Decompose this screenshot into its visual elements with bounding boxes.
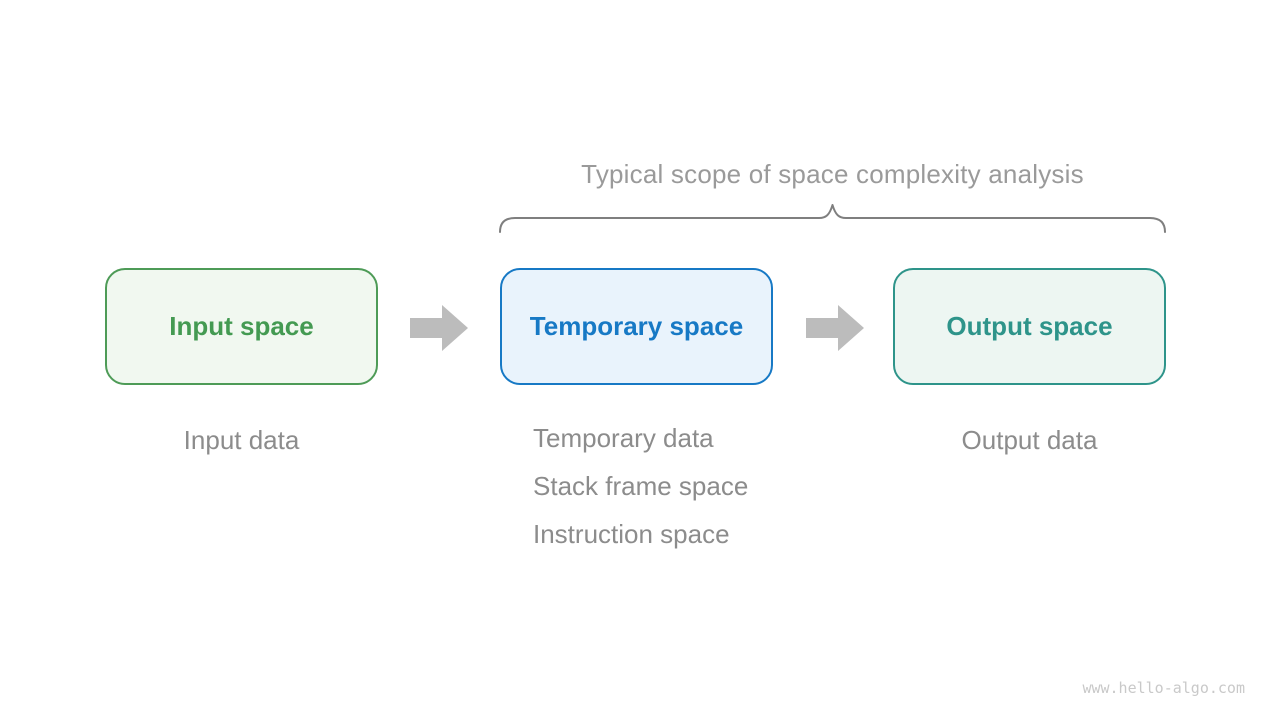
- input-data-caption: Input data: [183, 425, 300, 455]
- input-space-box: Input space: [105, 268, 378, 385]
- arrow-right-icon: [806, 305, 864, 351]
- temporary-space-label: Temporary space: [529, 311, 744, 341]
- curly-brace-icon: [499, 204, 1166, 233]
- temporary-space-caption-list: Temporary data Stack frame space Instruc…: [533, 414, 748, 558]
- input-space-label: Input space: [169, 311, 314, 341]
- output-data-caption: Output data: [961, 425, 1098, 455]
- stack-frame-space-caption: Stack frame space: [533, 471, 749, 501]
- output-space-label: Output space: [946, 311, 1113, 341]
- arrow-right-icon: [410, 305, 468, 351]
- instruction-space-caption: Instruction space: [533, 519, 730, 549]
- output-space-box: Output space: [893, 268, 1166, 385]
- temporary-data-caption: Temporary data: [533, 423, 714, 453]
- scope-annotation-title: Typical scope of space complexity analys…: [581, 159, 1084, 189]
- temporary-space-box: Temporary space: [500, 268, 773, 385]
- watermark-url: www.hello-algo.com: [1082, 679, 1245, 697]
